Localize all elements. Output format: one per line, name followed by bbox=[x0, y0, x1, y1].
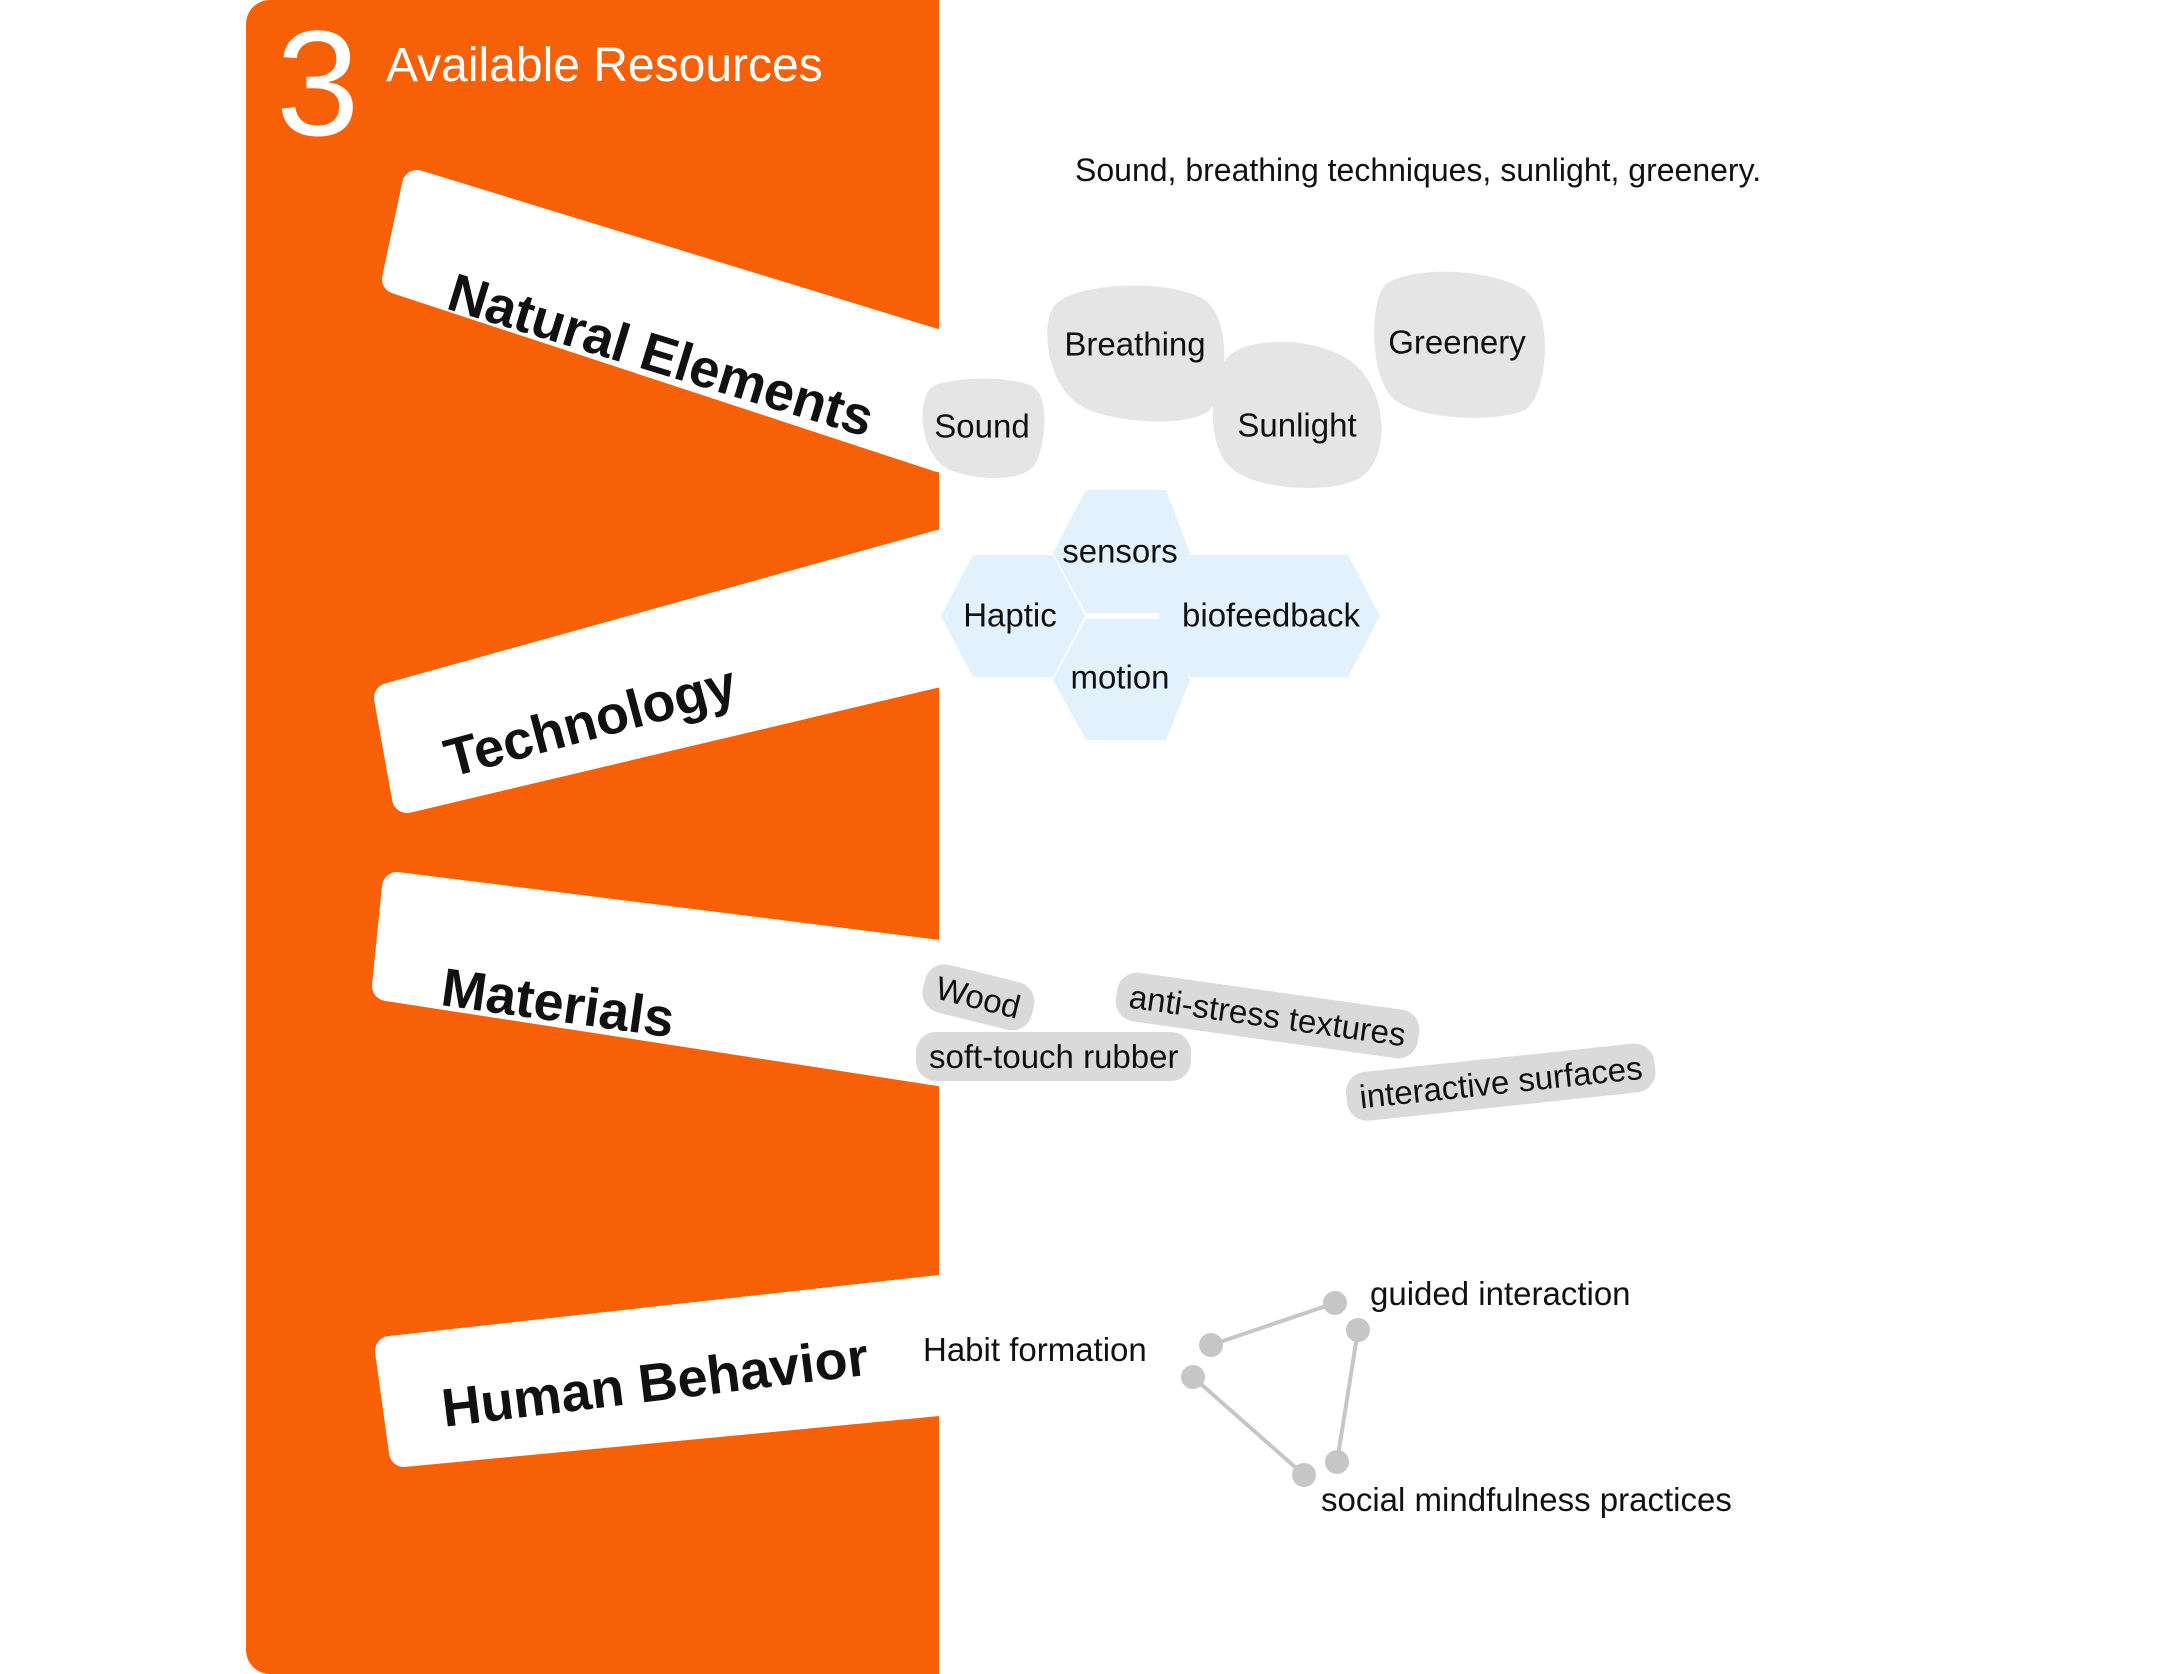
natural-elements-note: Sound, breathing techniques, sunlight, g… bbox=[1075, 152, 1762, 188]
section-title: Available Resources bbox=[386, 39, 823, 92]
banner-technology bbox=[374, 530, 954, 813]
resource-soft-touch-rubber: soft-touch rubber bbox=[916, 1032, 1192, 1081]
hexagon-haptic bbox=[941, 555, 1085, 677]
node-social-b bbox=[1325, 1450, 1349, 1474]
resource-sunlight: Sunlight bbox=[1237, 406, 1357, 444]
blob-greenery bbox=[1374, 271, 1545, 418]
node-habit-a bbox=[1199, 1333, 1223, 1357]
hexagon-motion bbox=[1053, 619, 1190, 740]
hexagon-sensors bbox=[1053, 490, 1190, 613]
node-guided-a bbox=[1323, 1291, 1347, 1315]
blob-breathing bbox=[1047, 285, 1225, 422]
resource-breathing: Breathing bbox=[1064, 325, 1206, 363]
edge-habit-guided bbox=[1210, 1301, 1336, 1347]
node-social-a bbox=[1292, 1463, 1316, 1487]
blob-sound bbox=[922, 378, 1045, 479]
resource-motion: motion bbox=[1070, 658, 1170, 696]
node-guided-b bbox=[1346, 1318, 1370, 1342]
hexagon-biofeedback bbox=[1158, 555, 1380, 677]
node-habit-b bbox=[1181, 1365, 1205, 1389]
section-number: 3 bbox=[276, 0, 362, 167]
edge-guided-social bbox=[1335, 1329, 1360, 1463]
banner-human-behavior bbox=[375, 1275, 954, 1467]
resource-guided-interaction: guided interaction bbox=[1370, 1275, 1631, 1312]
resource-social-mindfulness-practices: social mindfulness practices bbox=[1321, 1481, 1732, 1518]
resource-sensors: sensors bbox=[1062, 532, 1178, 570]
edge-habit-social bbox=[1191, 1375, 1306, 1477]
resource-greenery: Greenery bbox=[1388, 323, 1526, 361]
behavior-network bbox=[1191, 1301, 1360, 1477]
resource-haptic: Haptic bbox=[963, 596, 1057, 634]
resource-sound: Sound bbox=[934, 407, 1030, 445]
resource-biofeedback: biofeedback bbox=[1182, 596, 1360, 634]
resource-habit-formation: Habit formation bbox=[923, 1331, 1147, 1368]
blob-sunlight bbox=[1212, 341, 1382, 488]
